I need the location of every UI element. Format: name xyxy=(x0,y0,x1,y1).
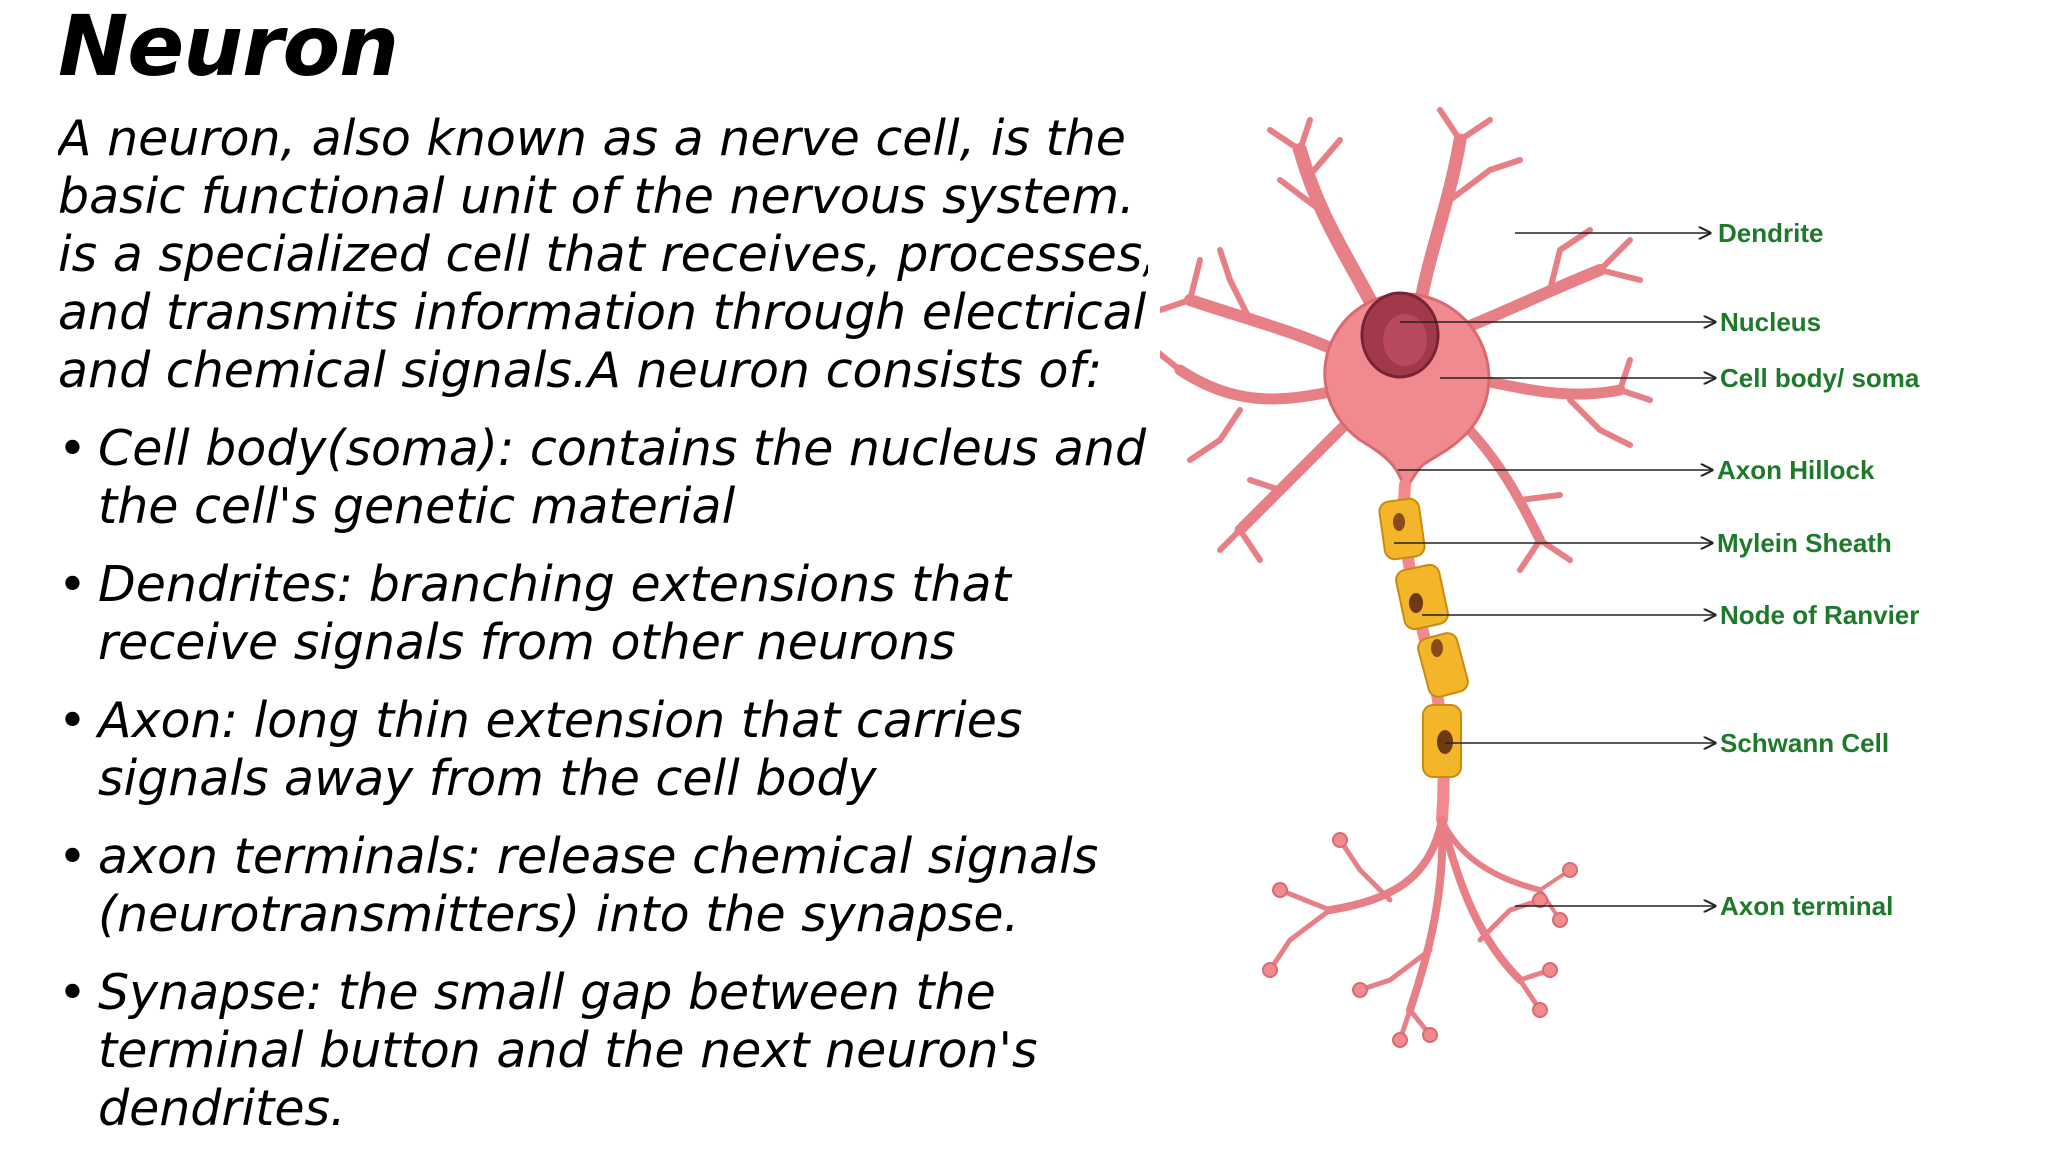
myelin-segment xyxy=(1395,563,1449,631)
dendrites-group xyxy=(1160,107,1653,573)
bullet-dot-icon: • xyxy=(58,556,87,613)
label-schwann-cell: Schwann Cell xyxy=(1720,728,1889,758)
intro-line: A neuron, also known as a nerve cell, is… xyxy=(58,110,1126,167)
bullet-line: signals away from the cell body xyxy=(98,750,877,807)
schwann-nucleus xyxy=(1393,513,1405,531)
label-myelin-sheath: Mylein Sheath xyxy=(1717,528,1892,558)
bullet-line: (neurotransmitters) into the synapse. xyxy=(98,886,1020,943)
myelin-sheath-group xyxy=(1378,497,1469,778)
myelin-segment xyxy=(1417,632,1469,698)
bullet-dendrites: • Dendrites: branching extensions that r… xyxy=(58,556,1128,672)
bullet-cell-body: • Cell body(soma): contains the nucleus … xyxy=(58,420,1147,536)
neuron-diagram: Dendrite Nucleus Cell body/ soma Axon Hi… xyxy=(1160,107,1920,1048)
intro-line: basic functional unit of the nervous sys… xyxy=(58,168,1148,225)
label-axon-hillock: Axon Hillock xyxy=(1717,455,1875,485)
bullet-axon: • Axon: long thin extension that carries… xyxy=(58,692,1128,808)
label-node-of-ranvier: Node of Ranvier xyxy=(1720,600,1919,630)
intro-paragraph: A neuron, also known as a nerve cell, is… xyxy=(58,110,1148,400)
bullet-line: terminal button and the next neuron's xyxy=(98,1022,1038,1079)
bullet-dot-icon: • xyxy=(58,964,87,1021)
label-cell-body: Cell body/ soma xyxy=(1720,363,1920,393)
bullet-synapse: • Synapse: the small gap between the ter… xyxy=(58,964,1128,1138)
schwann-nucleus xyxy=(1409,593,1423,613)
slide-title: Neuron xyxy=(58,0,399,95)
bullet-dot-icon: • xyxy=(58,420,87,477)
schwann-nucleus xyxy=(1431,639,1443,657)
terminal-buttons-group xyxy=(1262,832,1578,1048)
bullet-dot-icon: • xyxy=(58,828,87,885)
bullet-list: • Cell body(soma): contains the nucleus … xyxy=(58,420,1147,1158)
leader-lines-group xyxy=(1394,233,1715,906)
nucleolus-shape xyxy=(1383,314,1427,366)
bullet-line: Cell body(soma): contains the nucleus an… xyxy=(98,420,1147,477)
label-dendrite: Dendrite xyxy=(1718,218,1823,248)
intro-line: is a specialized cell that receives, pro… xyxy=(58,226,1148,283)
bullet-line: axon terminals: release chemical signals xyxy=(98,828,1099,885)
intro-line: and chemical signals.A neuron consists o… xyxy=(58,342,1103,399)
bullet-line: Synapse: the small gap between the xyxy=(98,964,996,1021)
axon-terminals-group xyxy=(1267,816,1572,1043)
bullet-line: Dendrites: branching extensions that xyxy=(98,556,1011,613)
bullet-line: receive signals from other neurons xyxy=(98,614,956,671)
bullet-line: dendrites. xyxy=(98,1080,346,1137)
label-axon-terminal: Axon terminal xyxy=(1720,891,1893,921)
schwann-nucleus xyxy=(1437,730,1453,754)
bullet-axon-terminals: • axon terminals: release chemical signa… xyxy=(58,828,1128,944)
bullet-dot-icon: • xyxy=(58,692,87,749)
label-nucleus: Nucleus xyxy=(1720,307,1821,337)
bullet-line: the cell's genetic material xyxy=(98,478,736,535)
intro-line: and transmits information through electr… xyxy=(58,284,1147,341)
bullet-line: Axon: long thin extension that carries xyxy=(98,692,1023,749)
